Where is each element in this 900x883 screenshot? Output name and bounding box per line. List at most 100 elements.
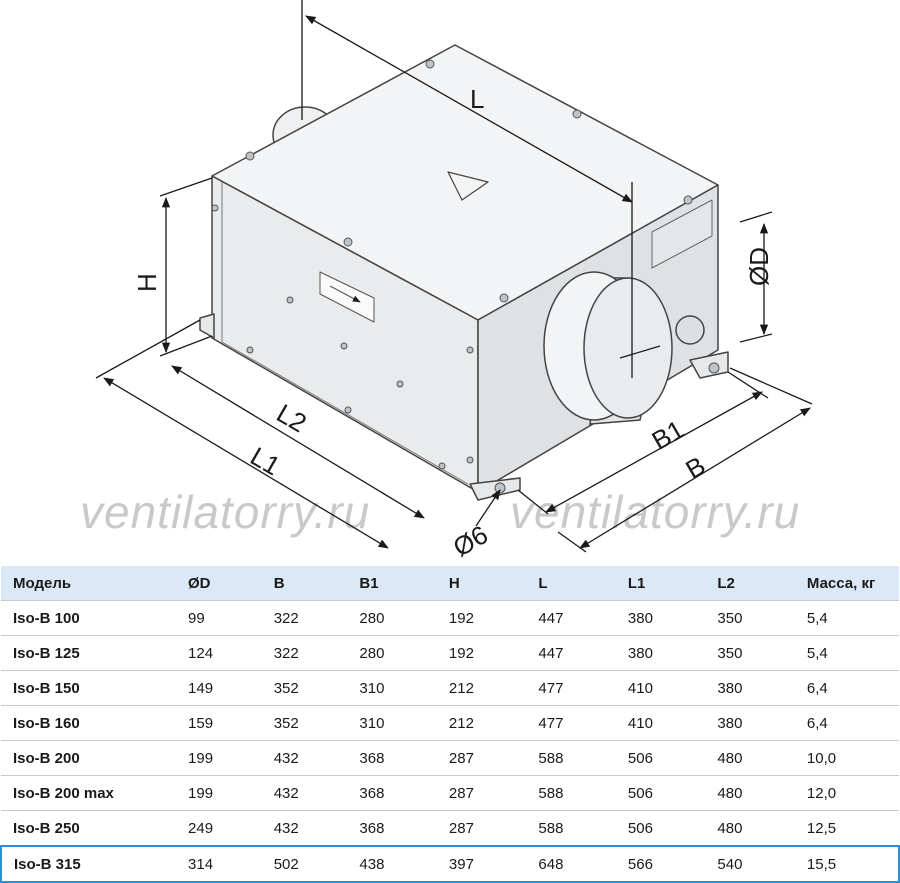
table-cell: 502 [261,845,348,883]
table-cell: 380 [615,635,706,671]
table-cell: 566 [615,845,706,883]
table-cell: 99 [176,600,262,636]
table-cell: 380 [615,600,706,636]
dim-label-H: H [132,273,162,292]
table-cell: 149 [176,670,262,706]
table-cell: 280 [347,600,437,636]
table-cell: 588 [526,810,616,846]
table-cell: 6,4 [794,705,899,741]
table-cell: 432 [261,810,348,846]
table-cell: 648 [526,845,616,883]
table-cell: 310 [347,705,437,741]
table-cell: 432 [261,775,348,811]
table-cell: 506 [615,810,706,846]
table-cell: 287 [436,775,527,811]
watermark-right: ventilatorry.ru [510,486,800,538]
table-cell: 432 [261,740,348,776]
col-header-l2: L2 [705,566,795,601]
table-cell: 15,5 [794,845,900,883]
cell-model: Iso-B 150 [1,670,177,706]
col-header-b1: B1 [347,566,437,601]
table-cell: 480 [705,775,795,811]
cell-model: Iso-B 160 [1,705,177,741]
table-cell: 350 [705,600,795,636]
table-cell: 350 [705,635,795,671]
table-cell: 447 [526,635,616,671]
cell-model: Iso-B 250 [1,810,177,846]
table-cell: 192 [436,635,527,671]
table-cell: 212 [436,670,527,706]
table-cell: 410 [615,670,706,706]
table-cell: 322 [261,600,348,636]
table-cell: 249 [176,810,262,846]
table-cell: 12,0 [794,775,899,811]
table-cell: 124 [176,635,262,671]
table-cell: 506 [615,740,706,776]
cell-model: Iso-B 315 [0,845,177,883]
cell-model: Iso-B 200 max [1,775,177,811]
table-cell: 380 [705,670,795,706]
col-header-model: Модель [1,566,177,601]
dim-label-B1: B1 [647,414,690,456]
table-cell: 352 [261,705,348,741]
table-cell: 410 [615,705,706,741]
table-cell: 199 [176,775,262,811]
dim-label-L2: L2 [272,398,312,438]
table-cell: 287 [436,810,527,846]
table-cell: 212 [436,705,527,741]
table-cell: 199 [176,740,262,776]
cell-model: Iso-B 200 [1,740,177,776]
table-cell: 368 [347,775,437,811]
dim-label-hole: Ø6 [448,519,493,562]
dim-label-L: L [470,84,484,114]
table-header-row: Модель ØD B B1 H L L1 L2 Масса, кг [1,566,899,601]
table-cell: 397 [436,845,527,883]
table-cell: 368 [347,740,437,776]
table-cell: 588 [526,740,616,776]
table-cell: 368 [347,810,437,846]
technical-drawing: ventilatorry.ru ventilatorry.ru [80,0,813,563]
table-cell: 12,5 [794,810,899,846]
col-header-h: H [436,566,527,601]
col-header-l: L [526,566,616,601]
table-cell: 480 [705,740,795,776]
col-header-b: B [261,566,348,601]
table-cell: 10,0 [794,740,899,776]
table-cell: 477 [526,670,616,706]
table-cell: 438 [347,845,437,883]
table-cell: 314 [176,845,262,883]
table-cell: 322 [261,635,348,671]
table-cell: 280 [347,635,437,671]
table-cell: 5,4 [794,635,899,671]
outlet-duct [543,271,705,425]
table-cell: 6,4 [794,670,899,706]
specifications-table: Модель ØD B B1 H L L1 L2 Масса, кг Iso-B… [0,566,900,883]
col-header-diameter: ØD [176,566,262,601]
table-cell: 480 [705,810,795,846]
table-cell: 287 [436,740,527,776]
table-cell: 352 [261,670,348,706]
table-cell: 159 [176,705,262,741]
table-cell: 380 [705,705,795,741]
table-cell: 506 [615,775,706,811]
cell-model: Iso-B 100 [1,600,177,636]
table-cell: 540 [705,845,795,883]
col-header-l1: L1 [615,566,706,601]
dim-label-L1: L1 [245,441,285,481]
dimension-lines [95,0,813,553]
table-cell: 310 [347,670,437,706]
table-cell: 588 [526,775,616,811]
table-cell: 477 [526,705,616,741]
dim-label-B: B [680,450,710,485]
table-cell: 5,4 [794,600,899,636]
cell-model: Iso-B 125 [1,635,177,671]
